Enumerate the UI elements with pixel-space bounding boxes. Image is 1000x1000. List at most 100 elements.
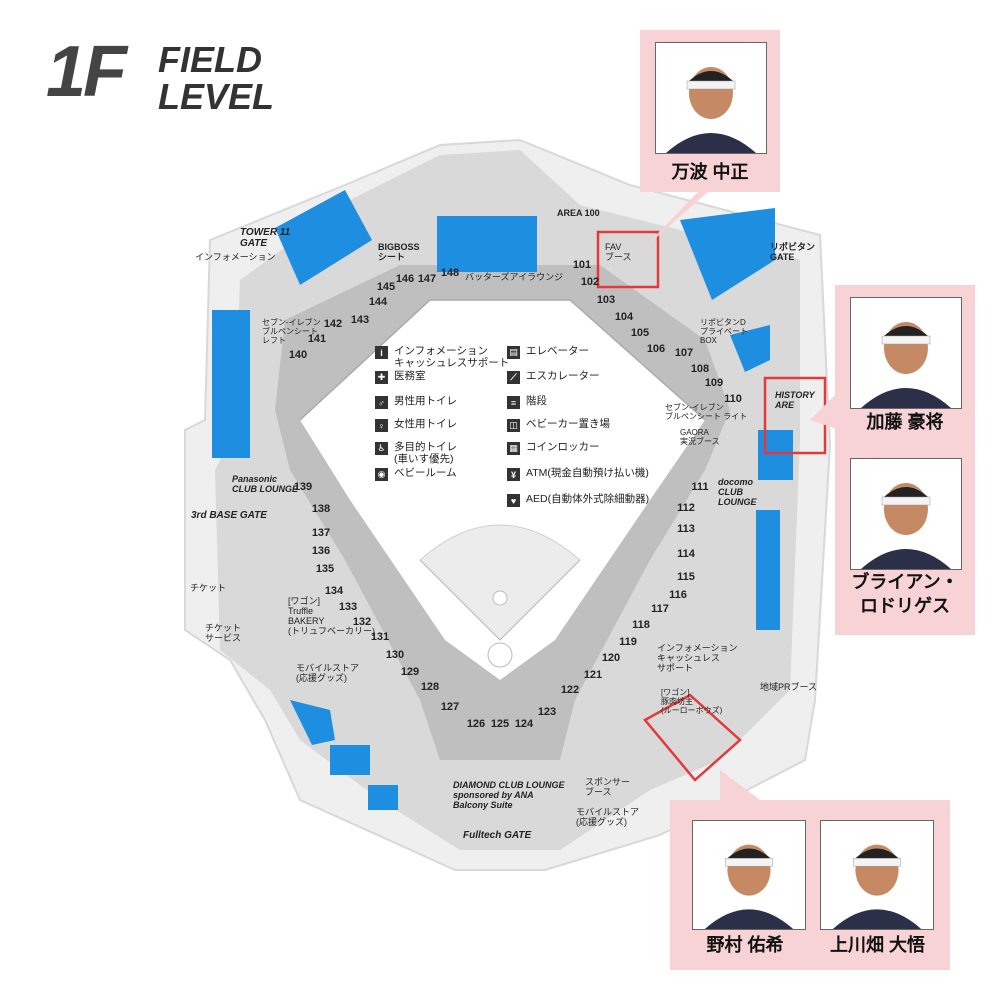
section-label: 134 (325, 585, 344, 597)
legend-icon: ▦ (507, 442, 520, 455)
area-label-wagon-right: [ワゴン]豚肉坊主(ルーローボウズ) (661, 687, 723, 715)
section-label: 104 (615, 311, 634, 323)
player-photo (850, 458, 962, 570)
area-label-info-left: インフォメーション (195, 252, 276, 262)
legend-text: ベビーカー置き場 (526, 418, 610, 430)
section-label: 133 (339, 601, 357, 613)
player-name: 上川畑 大悟 (829, 935, 925, 955)
legend-icon: ⟋ (507, 371, 520, 384)
legend-icon: ✚ (375, 371, 388, 384)
player-name: 野村 佑希 (706, 935, 784, 955)
playing-field (300, 300, 705, 680)
section-label: 128 (421, 681, 439, 693)
blue-area-ribobitan (730, 325, 770, 372)
section-label: 127 (441, 701, 459, 713)
section-label: 142 (324, 318, 342, 330)
section-label: 144 (369, 296, 388, 308)
legend-icon: ◫ (507, 419, 520, 432)
section-label: 141 (308, 333, 326, 345)
section-label: 121 (584, 669, 602, 681)
pointer-history (810, 390, 840, 430)
section-label: 102 (581, 276, 599, 288)
legend-icon: ¥ (507, 468, 520, 481)
section-label: 131 (371, 631, 389, 643)
area-label-seven-right: セブン-イレブンブルペンシート ライト (665, 402, 747, 421)
area-label-local-pr: 地域PRブース (760, 681, 817, 692)
section-label: 138 (312, 503, 330, 515)
blue-area-right-top (680, 208, 775, 300)
section-label: 120 (602, 652, 620, 664)
section-label: 105 (631, 327, 649, 339)
legend-item: ♥ AED(自動体外式除細動器) (507, 493, 649, 507)
section-label: 136 (312, 545, 330, 557)
legend-text: エスカレーター (526, 370, 600, 382)
section-label: 147 (418, 273, 436, 285)
pitchers-mound (492, 590, 508, 606)
infield-lines (419, 559, 581, 641)
player-card-nomura-kamikawabata: 野村 佑希 上川畑 大悟 (670, 800, 950, 970)
legend-icon: ♂ (375, 396, 388, 409)
section-label: 148 (441, 267, 459, 279)
area-label-info-right: インフォメーションキャッシュレスサポート (657, 643, 738, 673)
section-label: 145 (377, 281, 395, 293)
legend-text: 多目的トイレ (車いす優先) (394, 441, 457, 466)
legend-item: i インフォメーション キャッシュレスサポート (375, 345, 509, 369)
section-label: 126 (467, 718, 485, 730)
player-name: 万波 中正 (671, 162, 749, 182)
legend-text: AED(自動体外式除細動器) (526, 493, 650, 505)
section-label: 106 (647, 343, 665, 355)
player-photo (655, 42, 767, 154)
section-label: 122 (561, 684, 579, 696)
section-label: 116 (669, 589, 687, 601)
legend-text: インフォメーション キャッシュレスサポート (394, 345, 510, 370)
person-illustration (851, 298, 961, 408)
blue-area-left (212, 310, 250, 458)
area-label-sponsor: スポンサーブース (585, 777, 630, 797)
legend-item: ¥ ATM(現金自動預け払い機) (507, 467, 649, 481)
section-label: 107 (675, 347, 693, 359)
legend-item: ♿ 多目的トイレ (車いす優先) (375, 441, 457, 465)
player-photo (692, 820, 806, 930)
section-label: 123 (538, 706, 556, 718)
pointer-wagon (720, 770, 760, 800)
legend-text: コインロッカー (526, 441, 600, 453)
person-illustration (823, 821, 931, 929)
area-label-batters-lounge: バッターズアイラウンジ (465, 271, 563, 282)
area-label-mobile-bottom: モバイルストア(応援グッズ) (576, 807, 639, 827)
area-label-ticket-service: チケットサービス (205, 623, 241, 643)
section-label: 140 (289, 349, 307, 361)
legend-text: ベビールーム (394, 467, 457, 479)
area-label-mobile-left: モバイルストア(応援グッズ) (296, 663, 359, 683)
section-label: 117 (651, 603, 669, 615)
legend-icon: ♿ (375, 442, 388, 455)
field-boundary (299, 299, 706, 421)
section-label: 112 (677, 502, 695, 514)
person-illustration (851, 459, 961, 569)
fav-highlight (596, 230, 660, 289)
area-label-fulltech: Fulltech GATE (463, 830, 531, 841)
section-label: 139 (294, 481, 312, 493)
legend-text: ATM(現金自動預け払い機) (526, 467, 649, 479)
legend-icon: ≡ (507, 396, 520, 409)
section-label: 132 (353, 616, 371, 628)
section-label: 124 (515, 718, 534, 730)
legend-text: 医務室 (394, 370, 426, 382)
legend-text: 階段 (526, 395, 547, 407)
legend-icon: ♥ (507, 494, 520, 507)
legend-text: 女性用トイレ (394, 418, 457, 430)
section-label: 129 (401, 666, 419, 678)
section-label: 143 (351, 314, 369, 326)
section-label: 101 (573, 259, 591, 271)
section-label: 110 (724, 393, 742, 405)
legend-icon: i (375, 346, 388, 359)
player-photo (850, 297, 962, 409)
blue-areas (212, 190, 793, 810)
